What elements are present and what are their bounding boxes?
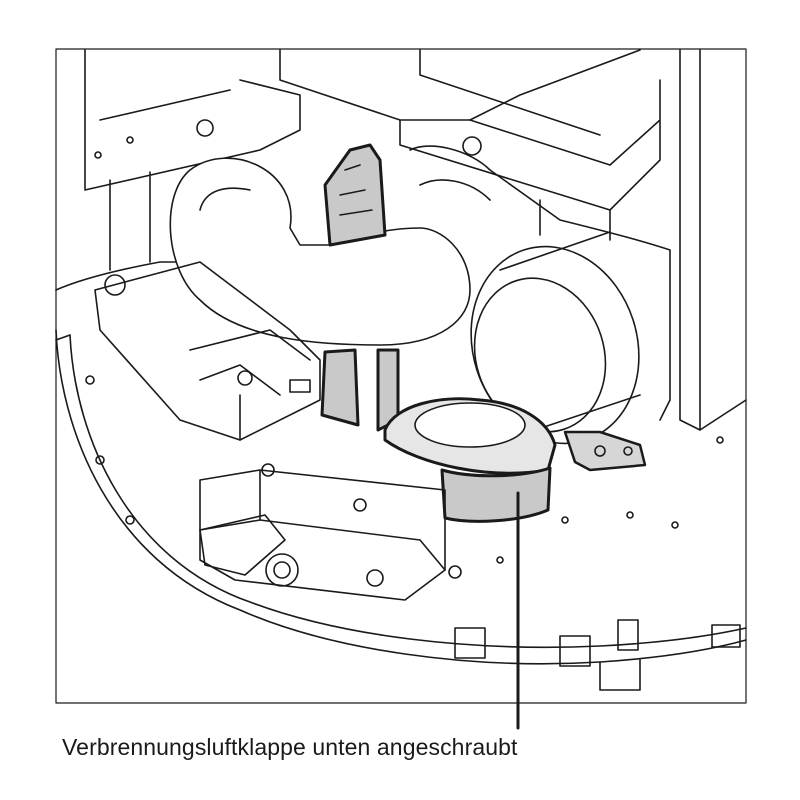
flap-side-left <box>320 348 360 427</box>
air-hose <box>169 157 471 346</box>
control-board <box>94 261 321 441</box>
top-housing <box>279 49 641 121</box>
left-housing <box>84 49 301 191</box>
flap-bracket-top <box>323 143 387 247</box>
plate-bolts <box>85 375 724 564</box>
fan-housing <box>409 145 671 421</box>
ignition-box <box>199 469 446 601</box>
cable-gland <box>265 553 299 587</box>
base-plate <box>55 261 747 665</box>
fan-inlet-inner <box>473 277 607 433</box>
drawing-frame <box>55 48 747 704</box>
figure-caption: Verbrennungsluftklappe unten angeschraub… <box>62 734 518 760</box>
combustion-air-flap <box>440 466 552 523</box>
base-plate-rim <box>69 334 747 649</box>
base-plate-edge <box>55 334 641 691</box>
rim-tabs <box>454 619 741 667</box>
ignition-connector <box>199 514 286 576</box>
